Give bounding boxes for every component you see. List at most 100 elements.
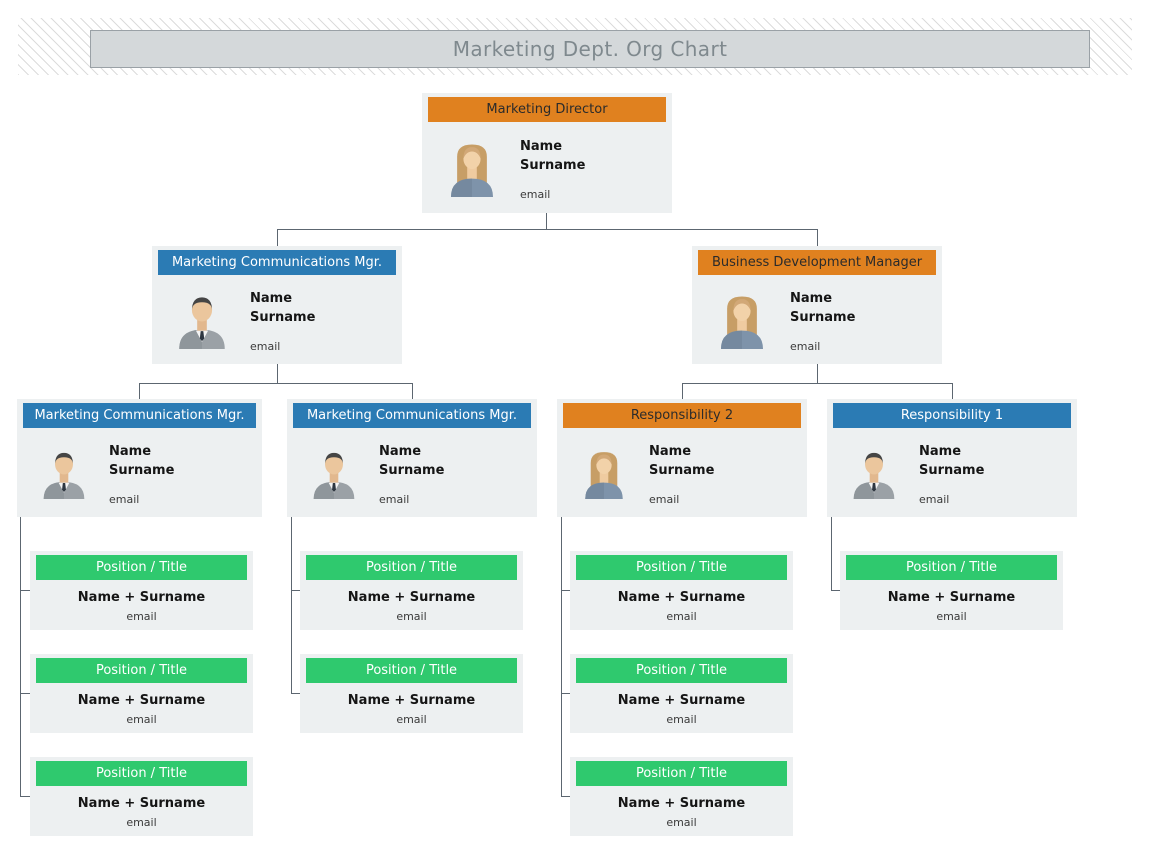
connector-line bbox=[561, 693, 570, 694]
position-name: Name + Surname bbox=[887, 590, 1016, 605]
position-email: email bbox=[666, 816, 697, 829]
position-name: Name + Surname bbox=[77, 590, 206, 605]
man-avatar-icon bbox=[853, 452, 895, 499]
card-body: Name Surname email bbox=[557, 428, 807, 517]
person-name: Name bbox=[250, 290, 293, 306]
connector-line bbox=[277, 229, 818, 230]
org-node-marketing-director[interactable]: Marketing Director Name Surname email bbox=[422, 93, 672, 213]
card-title-bar: Responsibility 2 bbox=[563, 403, 801, 428]
person-surname: Surname bbox=[520, 157, 586, 173]
position-card-b2[interactable]: Position / Title Name + Surname email bbox=[300, 654, 523, 733]
card-title-bar: Position / Title bbox=[576, 761, 787, 786]
connector-line bbox=[561, 796, 570, 797]
connector-line bbox=[546, 213, 547, 229]
card-title-bar: Position / Title bbox=[306, 658, 517, 683]
person-surname: Surname bbox=[250, 309, 316, 325]
person-info: Name Surname email bbox=[520, 137, 585, 201]
position-email: email bbox=[126, 713, 157, 726]
person-email: email bbox=[109, 492, 140, 506]
connector-line bbox=[20, 693, 30, 694]
connector-line bbox=[291, 693, 300, 694]
card-body: Name Surname email bbox=[152, 275, 402, 364]
card-title-bar: Business Development Manager bbox=[698, 250, 936, 275]
connector-line bbox=[831, 517, 832, 591]
person-email: email bbox=[649, 492, 680, 506]
connector-line bbox=[412, 383, 413, 399]
position-name: Name + Surname bbox=[617, 590, 746, 605]
card-body: Name Surname email bbox=[827, 428, 1077, 517]
person-info: Name Surname email bbox=[649, 442, 714, 506]
connector-line bbox=[682, 383, 953, 384]
person-info: Name Surname email bbox=[250, 289, 315, 353]
position-email: email bbox=[126, 610, 157, 623]
connector-line bbox=[817, 229, 818, 246]
card-body: Name Surname email bbox=[287, 428, 537, 517]
card-title-bar: Responsibility 1 bbox=[833, 403, 1071, 428]
woman-avatar-icon bbox=[585, 451, 623, 499]
connector-line bbox=[277, 364, 278, 383]
org-node-marketing-communications-mgr-1[interactable]: Marketing Communications Mgr. Name Surna… bbox=[17, 399, 262, 517]
card-title-bar: Position / Title bbox=[576, 555, 787, 580]
connector-line bbox=[20, 590, 30, 591]
position-card-b1[interactable]: Position / Title Name + Surname email bbox=[300, 551, 523, 630]
card-title-bar: Position / Title bbox=[576, 658, 787, 683]
person-info: Name Surname email bbox=[379, 442, 444, 506]
card-title-bar: Marketing Communications Mgr. bbox=[158, 250, 396, 275]
card-body: Name Surname email bbox=[692, 275, 942, 364]
position-card-a1[interactable]: Position / Title Name + Surname email bbox=[30, 551, 253, 630]
org-node-responsibility-2[interactable]: Responsibility 2 Name Surname email bbox=[557, 399, 807, 517]
position-card-c3[interactable]: Position / Title Name + Surname email bbox=[570, 757, 793, 836]
position-email: email bbox=[666, 610, 697, 623]
card-title-bar: Marketing Communications Mgr. bbox=[293, 403, 531, 428]
man-avatar-icon bbox=[179, 296, 225, 349]
person-surname: Surname bbox=[790, 309, 856, 325]
card-title-bar: Marketing Director bbox=[428, 97, 666, 122]
person-info: Name Surname email bbox=[919, 442, 984, 506]
card-title-bar: Position / Title bbox=[846, 555, 1057, 580]
connector-line bbox=[291, 590, 300, 591]
position-name: Name + Surname bbox=[347, 590, 476, 605]
person-surname: Surname bbox=[649, 462, 715, 478]
person-surname: Surname bbox=[379, 462, 445, 478]
person-name: Name bbox=[919, 443, 962, 459]
card-title-bar: Position / Title bbox=[306, 555, 517, 580]
person-surname: Surname bbox=[919, 462, 985, 478]
position-name: Name + Surname bbox=[77, 796, 206, 811]
org-node-marketing-communications-mgr-2[interactable]: Marketing Communications Mgr. Name Surna… bbox=[287, 399, 537, 517]
position-card-a3[interactable]: Position / Title Name + Surname email bbox=[30, 757, 253, 836]
person-name: Name bbox=[109, 443, 152, 459]
position-name: Name + Surname bbox=[347, 693, 476, 708]
connector-line bbox=[817, 364, 818, 383]
connector-line bbox=[952, 383, 953, 399]
position-card-c2[interactable]: Position / Title Name + Surname email bbox=[570, 654, 793, 733]
person-email: email bbox=[520, 187, 551, 201]
position-card-d1[interactable]: Position / Title Name + Surname email bbox=[840, 551, 1063, 630]
position-email: email bbox=[396, 610, 427, 623]
card-body: Name Surname email bbox=[17, 428, 262, 517]
card-body: Name Surname email bbox=[422, 122, 672, 213]
position-email: email bbox=[396, 713, 427, 726]
person-name: Name bbox=[520, 138, 563, 154]
org-node-business-development-manager[interactable]: Business Development Manager Name Surnam… bbox=[692, 246, 942, 364]
person-surname: Surname bbox=[109, 462, 175, 478]
position-card-a2[interactable]: Position / Title Name + Surname email bbox=[30, 654, 253, 733]
org-node-responsibility-1[interactable]: Responsibility 1 Name Surname email bbox=[827, 399, 1077, 517]
connector-line bbox=[561, 517, 562, 797]
connector-line bbox=[277, 229, 278, 246]
connector-line bbox=[139, 383, 413, 384]
connector-line bbox=[139, 383, 140, 399]
connector-line bbox=[561, 590, 570, 591]
man-avatar-icon bbox=[313, 452, 355, 499]
position-name: Name + Surname bbox=[617, 693, 746, 708]
connector-line bbox=[682, 383, 683, 399]
connector-line bbox=[20, 796, 30, 797]
org-node-marketing-communications-mgr[interactable]: Marketing Communications Mgr. Name Surna… bbox=[152, 246, 402, 364]
card-title-bar: Marketing Communications Mgr. bbox=[23, 403, 256, 428]
person-info: Name Surname email bbox=[790, 289, 855, 353]
position-card-c1[interactable]: Position / Title Name + Surname email bbox=[570, 551, 793, 630]
connector-line bbox=[291, 517, 292, 694]
position-name: Name + Surname bbox=[617, 796, 746, 811]
position-email: email bbox=[126, 816, 157, 829]
position-name: Name + Surname bbox=[77, 693, 206, 708]
